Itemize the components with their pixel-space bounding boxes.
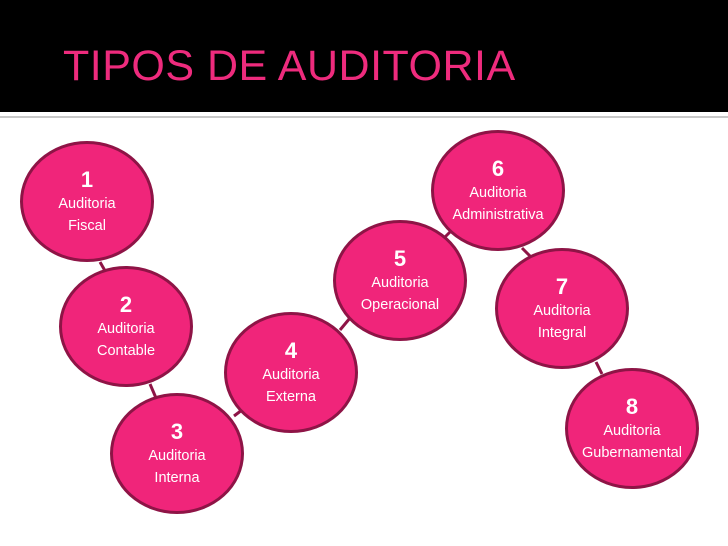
- node-label-line2: Operacional: [360, 296, 440, 313]
- divider-line: [0, 116, 728, 118]
- node-number: 3: [170, 418, 184, 444]
- node-auditoria-fiscal: 1 Auditoria Fiscal: [20, 141, 154, 262]
- node-label-line2: Interna: [154, 469, 200, 486]
- node-label-line2: Fiscal: [68, 217, 106, 234]
- node-label-line2: Administrativa: [452, 206, 544, 223]
- node-number: 7: [555, 273, 569, 299]
- node-auditoria-externa: 4 Auditoria Externa: [224, 312, 358, 433]
- node-number: 2: [119, 291, 133, 317]
- connector-7-8: [594, 361, 604, 375]
- node-label-line2: Gubernamental: [582, 444, 682, 461]
- title-bar: TIPOS DE AUDITORIA: [0, 0, 728, 112]
- node-label-line1: Auditoria: [603, 422, 661, 439]
- node-auditoria-integral: 7 Auditoria Integral: [495, 248, 629, 369]
- node-label-line1: Auditoria: [97, 320, 155, 337]
- node-auditoria-administrativa: 6 Auditoria Administrativa: [431, 130, 565, 251]
- page-title: TIPOS DE AUDITORIA: [63, 42, 516, 90]
- node-label-line2: Contable: [96, 342, 156, 359]
- node-label-line2: Externa: [266, 388, 316, 405]
- node-number: 6: [491, 155, 505, 181]
- node-auditoria-contable: 2 Auditoria Contable: [59, 266, 193, 387]
- node-number: 8: [625, 393, 639, 419]
- node-label-line2: Integral: [537, 324, 587, 341]
- node-auditoria-interna: 3 Auditoria Interna: [110, 393, 244, 514]
- node-label-line1: Auditoria: [533, 302, 591, 319]
- node-number: 1: [80, 166, 94, 192]
- node-auditoria-operacional: 5 Auditoria Operacional: [333, 220, 467, 341]
- node-label-line1: Auditoria: [148, 447, 206, 464]
- node-label-line1: Auditoria: [58, 195, 116, 212]
- node-number: 5: [393, 245, 407, 271]
- node-label-line1: Auditoria: [371, 274, 429, 291]
- node-number: 4: [284, 337, 298, 363]
- node-label-line1: Auditoria: [469, 184, 527, 201]
- node-auditoria-gubernamental: 8 Auditoria Gubernamental: [565, 368, 699, 489]
- node-label-line1: Auditoria: [262, 366, 320, 383]
